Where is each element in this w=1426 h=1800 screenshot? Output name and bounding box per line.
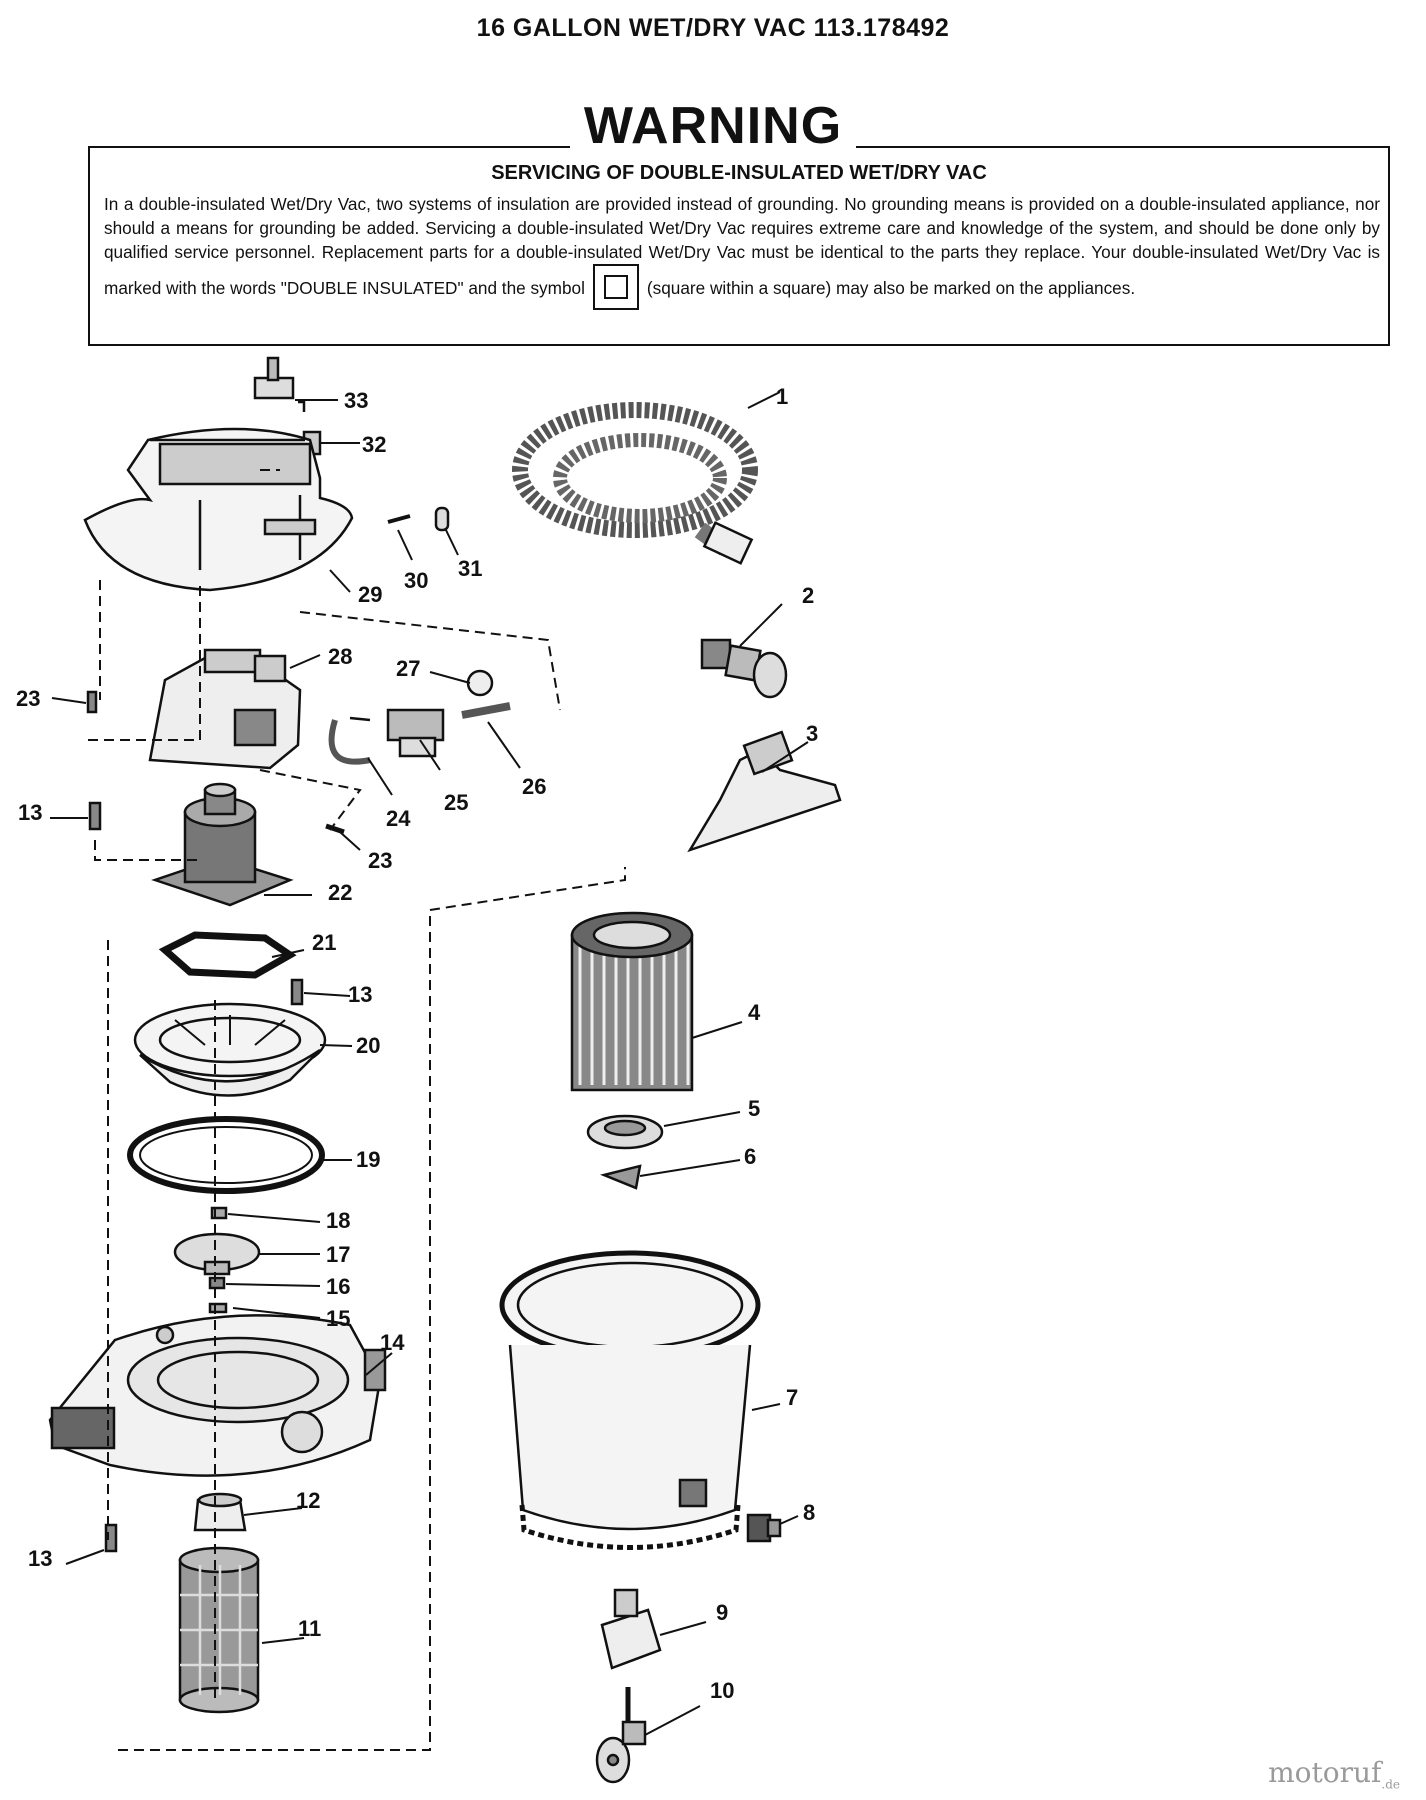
callout-6: 6 — [744, 1144, 757, 1169]
part-tank — [499, 1250, 761, 1550]
callout-20: 20 — [356, 1033, 381, 1058]
warning-text: In a double-insulated Wet/Dry Vac, two s… — [104, 192, 1380, 310]
callout-2: 2 — [802, 583, 815, 608]
part-caster — [595, 1687, 647, 1784]
part-washer-15 — [208, 1302, 228, 1314]
part-nut-18 — [210, 1206, 228, 1220]
part-washer-16 — [208, 1276, 226, 1290]
part-wing-nut — [599, 1164, 642, 1190]
callout-22: 22 — [328, 880, 353, 905]
part-gasket — [158, 931, 297, 979]
warning-title: WARNING — [0, 97, 1426, 155]
callout-4: 4 — [748, 1000, 761, 1025]
part-ring-gasket — [127, 1116, 325, 1194]
callout-13: 13 — [348, 982, 373, 1007]
callout-13: 13 — [28, 1546, 53, 1571]
callout-29: 29 — [358, 582, 383, 607]
callout-19: 19 — [356, 1147, 381, 1172]
part-float-17 — [173, 1232, 261, 1276]
callout-16: 16 — [326, 1274, 351, 1299]
callout-14: 14 — [380, 1330, 405, 1355]
callout-18: 18 — [326, 1208, 351, 1233]
leader-lines — [50, 391, 809, 1736]
callout-27: 27 — [396, 656, 421, 681]
part-screw-13b — [290, 978, 304, 1006]
part-motor-cover — [83, 427, 354, 592]
part-lid — [48, 1314, 387, 1477]
part-cartridge-filter — [570, 911, 694, 1092]
part-terminal-block — [386, 708, 445, 758]
part-screw-23a — [86, 690, 98, 714]
callout-28: 28 — [328, 644, 353, 669]
callout-3: 3 — [806, 721, 819, 746]
callout-21: 21 — [312, 930, 337, 955]
callout-31: 31 — [458, 556, 483, 581]
callout-24: 24 — [386, 806, 411, 831]
callout-15: 15 — [326, 1306, 351, 1331]
callout-32: 32 — [362, 432, 387, 457]
callout-7: 7 — [786, 1385, 799, 1410]
part-part-27 — [466, 669, 494, 697]
callout-8: 8 — [803, 1500, 816, 1525]
part-motor — [151, 782, 294, 907]
callout-26: 26 — [522, 774, 547, 799]
part-screw-23b — [325, 823, 345, 835]
callout-1: 1 — [776, 384, 789, 409]
callout-23: 23 — [368, 848, 393, 873]
callout-23: 23 — [16, 686, 41, 711]
part-filter-cage — [178, 1546, 260, 1714]
double-insulated-symbol-icon — [592, 264, 639, 310]
watermark: motoruf.de — [1268, 1756, 1400, 1792]
part-screw-13c — [104, 1523, 118, 1553]
part-nozzle — [687, 730, 842, 853]
callout-33: 33 — [344, 388, 369, 413]
callout-30: 30 — [404, 568, 429, 593]
callout-17: 17 — [326, 1242, 351, 1267]
part-motor-housing — [148, 648, 302, 770]
part-screw-13a — [88, 801, 102, 831]
callout-12: 12 — [296, 1488, 321, 1513]
callout-9: 9 — [716, 1600, 729, 1625]
warning-subtitle: SERVICING OF DOUBLE-INSULATED WET/DRY VA… — [491, 162, 987, 184]
part-caster-base — [600, 1588, 662, 1670]
part-filter-lid — [586, 1114, 664, 1150]
part-shroud — [133, 1002, 327, 1097]
assembly-lines — [88, 469, 626, 1751]
part-adapter — [700, 638, 788, 699]
callout-13: 13 — [18, 800, 43, 825]
callout-5: 5 — [748, 1096, 761, 1121]
part-screw-30 — [387, 514, 411, 524]
part-cage-cap — [193, 1492, 247, 1532]
page-title: 16 GALLON WET/DRY VAC 113.178492 — [476, 14, 950, 42]
part-wire-26 — [461, 702, 511, 719]
part-hose — [512, 402, 758, 565]
part-switch — [253, 356, 306, 412]
callout-25: 25 — [444, 790, 469, 815]
part-knob-31 — [434, 506, 450, 532]
part-drain-plug — [746, 1513, 782, 1543]
callout-10: 10 — [710, 1678, 735, 1703]
part-cord-set — [328, 716, 371, 765]
callout-11: 11 — [298, 1616, 322, 1641]
